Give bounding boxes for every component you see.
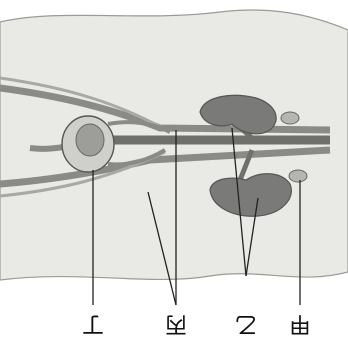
- bladder-inner: [76, 124, 104, 156]
- label-ding: 丁: [80, 312, 106, 334]
- label-yi: 乙: [233, 312, 259, 334]
- adrenal-gland-lower: [289, 170, 307, 182]
- label-jia: 甲: [287, 312, 313, 334]
- adrenal-gland-upper: [281, 112, 299, 124]
- body-outline: [0, 10, 348, 280]
- label-bing: 丙: [163, 312, 189, 334]
